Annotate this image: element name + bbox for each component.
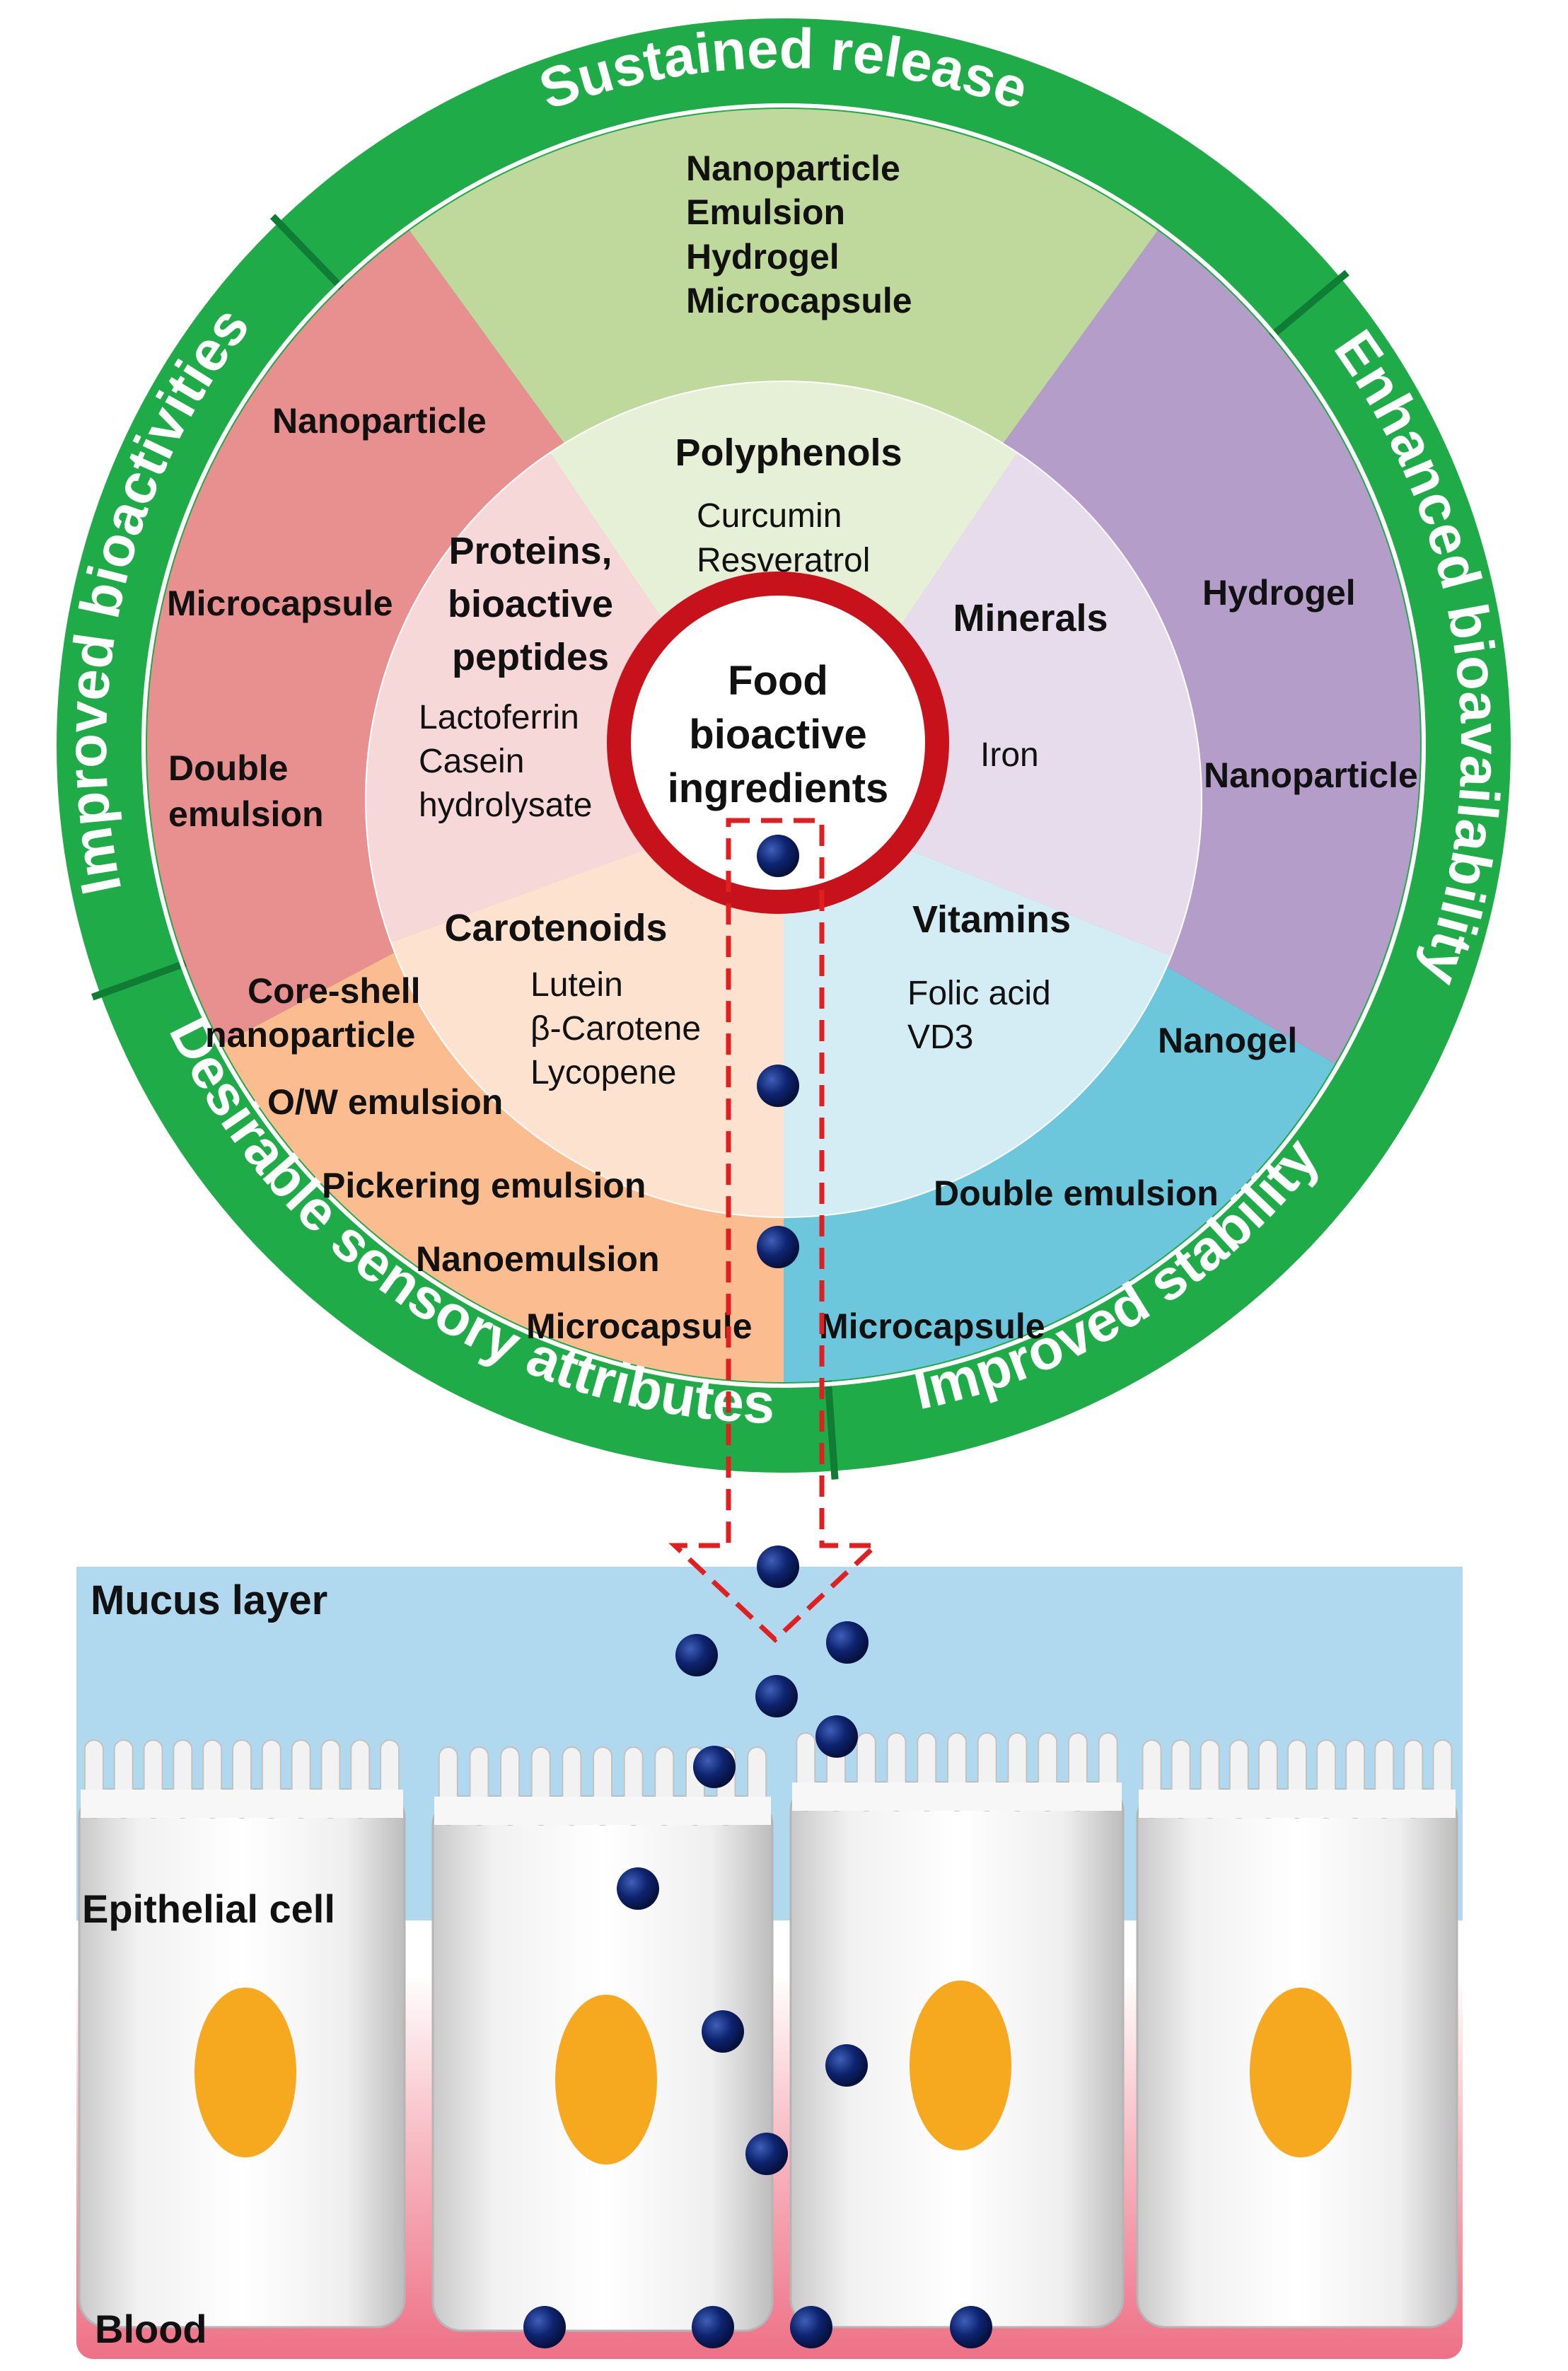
ring-inner-edge: [141, 103, 1426, 1388]
category-title: Carotenoids: [444, 907, 667, 949]
carrier-label: nanoparticle: [205, 1015, 415, 1055]
bioactive-particle: [757, 835, 799, 877]
category-sector-carotenoids: [391, 799, 784, 1217]
category-item: Lycopene: [530, 1054, 676, 1091]
epithelial-cell: [78, 1739, 406, 2329]
epithelial-cell: [1136, 1739, 1458, 2329]
bioactive-particle: [757, 1226, 799, 1268]
carrier-label: Nanoparticle: [1204, 755, 1418, 795]
carrier-label: emulsion: [168, 794, 323, 834]
category-item: β-Carotene: [530, 1010, 701, 1048]
center-line: bioactive: [689, 712, 866, 758]
bioactive-particle: [755, 1675, 798, 1717]
carrier-label: Double: [168, 748, 288, 788]
center-line: ingredients: [668, 765, 889, 811]
carrier-label: Microcapsule: [686, 281, 912, 320]
nucleus: [194, 1988, 296, 2157]
carrier-label: Nanoparticle: [272, 401, 487, 441]
bioactive-particle: [693, 1746, 736, 1788]
category-item: Lactoferrin: [419, 699, 579, 736]
category-vitamins: Vitamins Folic acid VD3: [907, 898, 1071, 1056]
center-line: Food: [728, 658, 828, 704]
category-sector-vitamins: [784, 799, 1171, 1217]
intestine-panel: Mucus layer Epithelial cell Blood: [76, 1567, 1463, 2359]
transport-arrow: [668, 818, 882, 1643]
bioactive-particle: [702, 2010, 744, 2053]
blood-label: Blood: [95, 2307, 207, 2351]
carrier-label: Core-shell: [248, 971, 421, 1011]
category-item: VD3: [907, 1019, 973, 1056]
carrier-label: Microcapsule: [819, 1306, 1045, 1346]
bioactive-particle: [675, 1634, 718, 1676]
category-proteins: Proteins, bioactive peptides Lactoferrin…: [419, 530, 613, 824]
bioactive-particle: [825, 2044, 868, 2087]
category-title: peptides: [452, 636, 609, 678]
mucus-layer-label: Mucus layer: [91, 1577, 327, 1623]
carriers-right-upper: Hydrogel Nanoparticle: [1202, 573, 1418, 795]
carrier-label: Microcapsule: [526, 1306, 753, 1346]
carrier-label: Pickering emulsion: [322, 1166, 646, 1205]
carrier-label: Emulsion: [686, 192, 845, 232]
category-item: Curcumin: [697, 497, 842, 535]
category-title: Minerals: [953, 597, 1108, 639]
carrier-label: O/W emulsion: [267, 1082, 503, 1122]
category-item: hydrolysate: [419, 787, 592, 824]
carrier-label: Nanoemulsion: [416, 1239, 659, 1279]
nucleus: [1250, 1988, 1352, 2157]
carrier-label: Microcapsule: [167, 584, 393, 623]
ring-segment-dividers: [91, 103, 1426, 1480]
carrier-label: Double emulsion: [934, 1173, 1219, 1213]
carriers-top: Nanoparticle Emulsion Hydrogel Microcaps…: [686, 149, 912, 320]
bioactive-particle: [692, 2306, 734, 2348]
category-minerals: Minerals Iron: [953, 597, 1108, 774]
center-label: Food bioactive ingredients: [668, 658, 889, 811]
category-title: Proteins,: [448, 530, 612, 572]
carriers-left-upper: Nanoparticle Microcapsule Double emulsio…: [167, 401, 487, 834]
bioactive-particle: [523, 2306, 566, 2348]
bioactive-particle: [757, 1546, 799, 1588]
bioactive-particle: [950, 2306, 992, 2348]
category-polyphenols: Polyphenols Curcumin Resveratrol: [675, 431, 902, 579]
epithelial-cell: [789, 1732, 1125, 2329]
nucleus: [910, 1981, 1011, 2150]
bioactive-particle: [745, 2133, 788, 2175]
epithelial-cells: [78, 1732, 1458, 2332]
category-item: Lutein: [530, 966, 623, 1004]
category-item: Iron: [980, 736, 1039, 774]
nucleus: [555, 1995, 657, 2164]
bioactive-particles: [523, 835, 992, 2348]
carrier-label: Hydrogel: [686, 237, 840, 277]
delivery-wheel: Sustained release Enhanced bioavailabili…: [55, 17, 1512, 1480]
center-circle: [607, 572, 949, 914]
category-carotenoids: Carotenoids Lutein β-Carotene Lycopene: [444, 907, 701, 1091]
epithelial-cell: [431, 1746, 774, 2332]
carriers-left-lower: Core-shell nanoparticle O/W emulsion Pic…: [205, 971, 753, 1346]
category-title: Polyphenols: [675, 431, 902, 474]
carriers-right-lower: Nanogel Double emulsion Microcapsule: [819, 1021, 1297, 1346]
bioactive-particle: [790, 2306, 832, 2348]
carrier-label: Nanogel: [1158, 1021, 1297, 1060]
carrier-label: Nanoparticle: [686, 149, 900, 188]
bioactive-particle: [815, 1715, 858, 1758]
carrier-label: Hydrogel: [1202, 573, 1356, 613]
bioactive-particle: [826, 1621, 869, 1664]
category-item: Folic acid: [907, 975, 1051, 1012]
epithelial-cell-label: Epithelial cell: [82, 1886, 335, 1931]
bioactive-particle: [757, 1065, 799, 1107]
category-title: Vitamins: [912, 898, 1071, 941]
category-item: Casein: [419, 743, 524, 780]
bioactive-particle: [617, 1867, 659, 1910]
category-title: bioactive: [448, 583, 613, 625]
